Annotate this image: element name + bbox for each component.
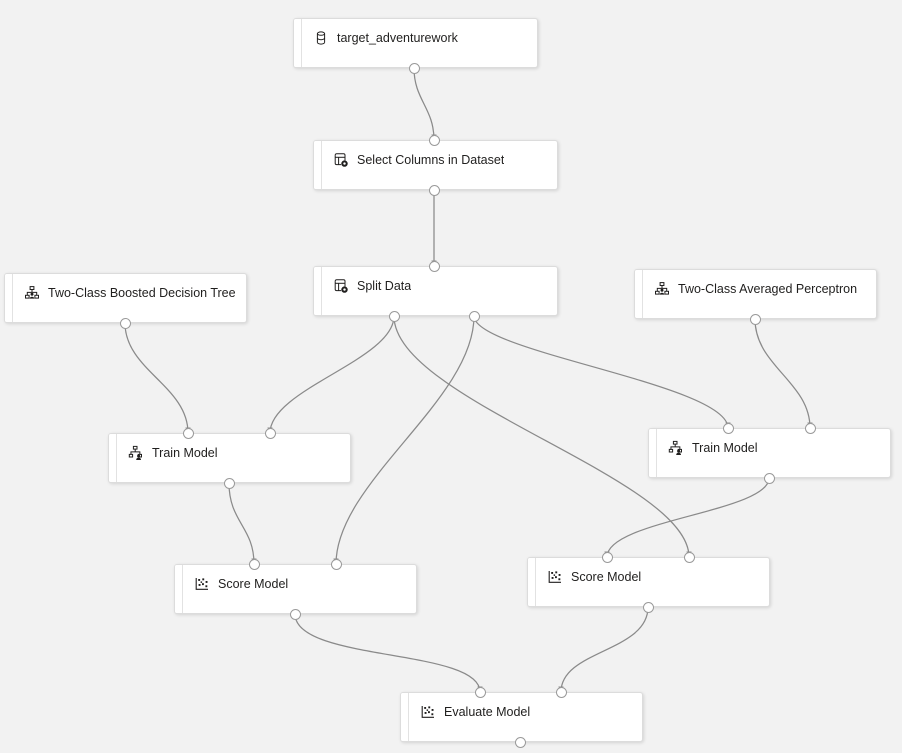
node-input-port[interactable] — [330, 558, 342, 570]
node-output-port[interactable] — [388, 310, 400, 322]
node-body: target_adventurework — [302, 19, 537, 46]
node-output-port[interactable] — [749, 313, 761, 325]
node-accent-strip — [649, 429, 657, 477]
node-body: Score Model — [536, 558, 769, 585]
node-input-port[interactable] — [683, 551, 695, 563]
node-body: Train Model — [117, 434, 350, 461]
dataset-gear-icon — [334, 279, 348, 293]
node-input-port[interactable] — [722, 422, 734, 434]
node-output-port[interactable] — [289, 608, 301, 620]
node-accent-strip — [294, 19, 302, 67]
node-label: Train Model — [152, 446, 218, 460]
node-accent-strip — [528, 558, 536, 606]
node-label: Split Data — [357, 279, 412, 293]
node-input-port[interactable] — [804, 422, 816, 434]
train-model-icon — [128, 445, 142, 460]
node-body: Split Data — [322, 267, 557, 294]
pipeline-node-target-adventurework[interactable]: target_adventurework — [293, 18, 538, 68]
node-body: Select Columns in Dataset — [322, 141, 557, 168]
node-label: Evaluate Model — [444, 705, 531, 719]
node-output-port[interactable] — [468, 310, 480, 322]
node-body: Train Model — [657, 429, 890, 456]
node-label: Select Columns in Dataset — [357, 153, 505, 167]
node-input-port[interactable] — [428, 260, 440, 272]
scatter-plot-icon — [421, 706, 434, 718]
pipeline-node-score-model-right[interactable]: Score Model — [527, 557, 770, 607]
pipeline-node-train-model-left[interactable]: Train Model — [108, 433, 351, 483]
node-accent-strip — [314, 141, 322, 189]
hierarchy-icon — [655, 282, 669, 295]
node-input-port[interactable] — [474, 686, 486, 698]
hierarchy-icon — [25, 286, 39, 299]
node-output-port[interactable] — [408, 62, 420, 74]
node-accent-strip — [635, 270, 643, 318]
node-body: Two-Class Averaged Perceptron — [643, 270, 876, 297]
node-output-port[interactable] — [763, 472, 775, 484]
node-label: Score Model — [218, 577, 289, 591]
node-input-port[interactable] — [601, 551, 613, 563]
node-label: Two-Class Averaged Perceptron — [678, 282, 858, 296]
dataset-gear-icon — [334, 153, 348, 167]
node-output-port[interactable] — [428, 184, 440, 196]
pipeline-node-two-class-boosted-decision-tree[interactable]: Two-Class Boosted Decision Tree — [4, 273, 247, 323]
pipeline-node-split-data[interactable]: Split Data — [313, 266, 558, 316]
node-input-port[interactable] — [248, 558, 260, 570]
node-body: Score Model — [183, 565, 416, 592]
pipeline-node-select-columns-in-dataset[interactable]: Select Columns in Dataset — [313, 140, 558, 190]
scatter-plot-icon — [548, 571, 561, 583]
node-accent-strip — [175, 565, 183, 613]
node-output-port[interactable] — [642, 601, 654, 613]
pipeline-node-score-model-left[interactable]: Score Model — [174, 564, 417, 614]
node-label: Score Model — [571, 570, 642, 584]
node-input-port[interactable] — [264, 427, 276, 439]
node-body: Two-Class Boosted Decision Tree — [13, 274, 246, 301]
node-body: Evaluate Model — [409, 693, 642, 720]
node-label: Two-Class Boosted Decision Tree — [48, 286, 236, 300]
node-input-port[interactable] — [428, 134, 440, 146]
node-output-port[interactable] — [223, 477, 235, 489]
node-output-port[interactable] — [514, 736, 526, 748]
node-accent-strip — [109, 434, 117, 482]
scatter-plot-icon — [195, 578, 208, 590]
node-input-port[interactable] — [555, 686, 567, 698]
pipeline-node-two-class-averaged-perceptron[interactable]: Two-Class Averaged Perceptron — [634, 269, 877, 319]
node-input-port[interactable] — [182, 427, 194, 439]
node-accent-strip — [401, 693, 409, 741]
pipeline-node-train-model-right[interactable]: Train Model — [648, 428, 891, 478]
database-icon — [316, 31, 326, 45]
node-label: target_adventurework — [337, 31, 458, 45]
node-label: Train Model — [692, 441, 758, 455]
node-output-port[interactable] — [119, 317, 131, 329]
train-model-icon — [668, 440, 682, 455]
pipeline-node-evaluate-model[interactable]: Evaluate Model — [400, 692, 643, 742]
node-accent-strip — [5, 274, 13, 322]
node-accent-strip — [314, 267, 322, 315]
